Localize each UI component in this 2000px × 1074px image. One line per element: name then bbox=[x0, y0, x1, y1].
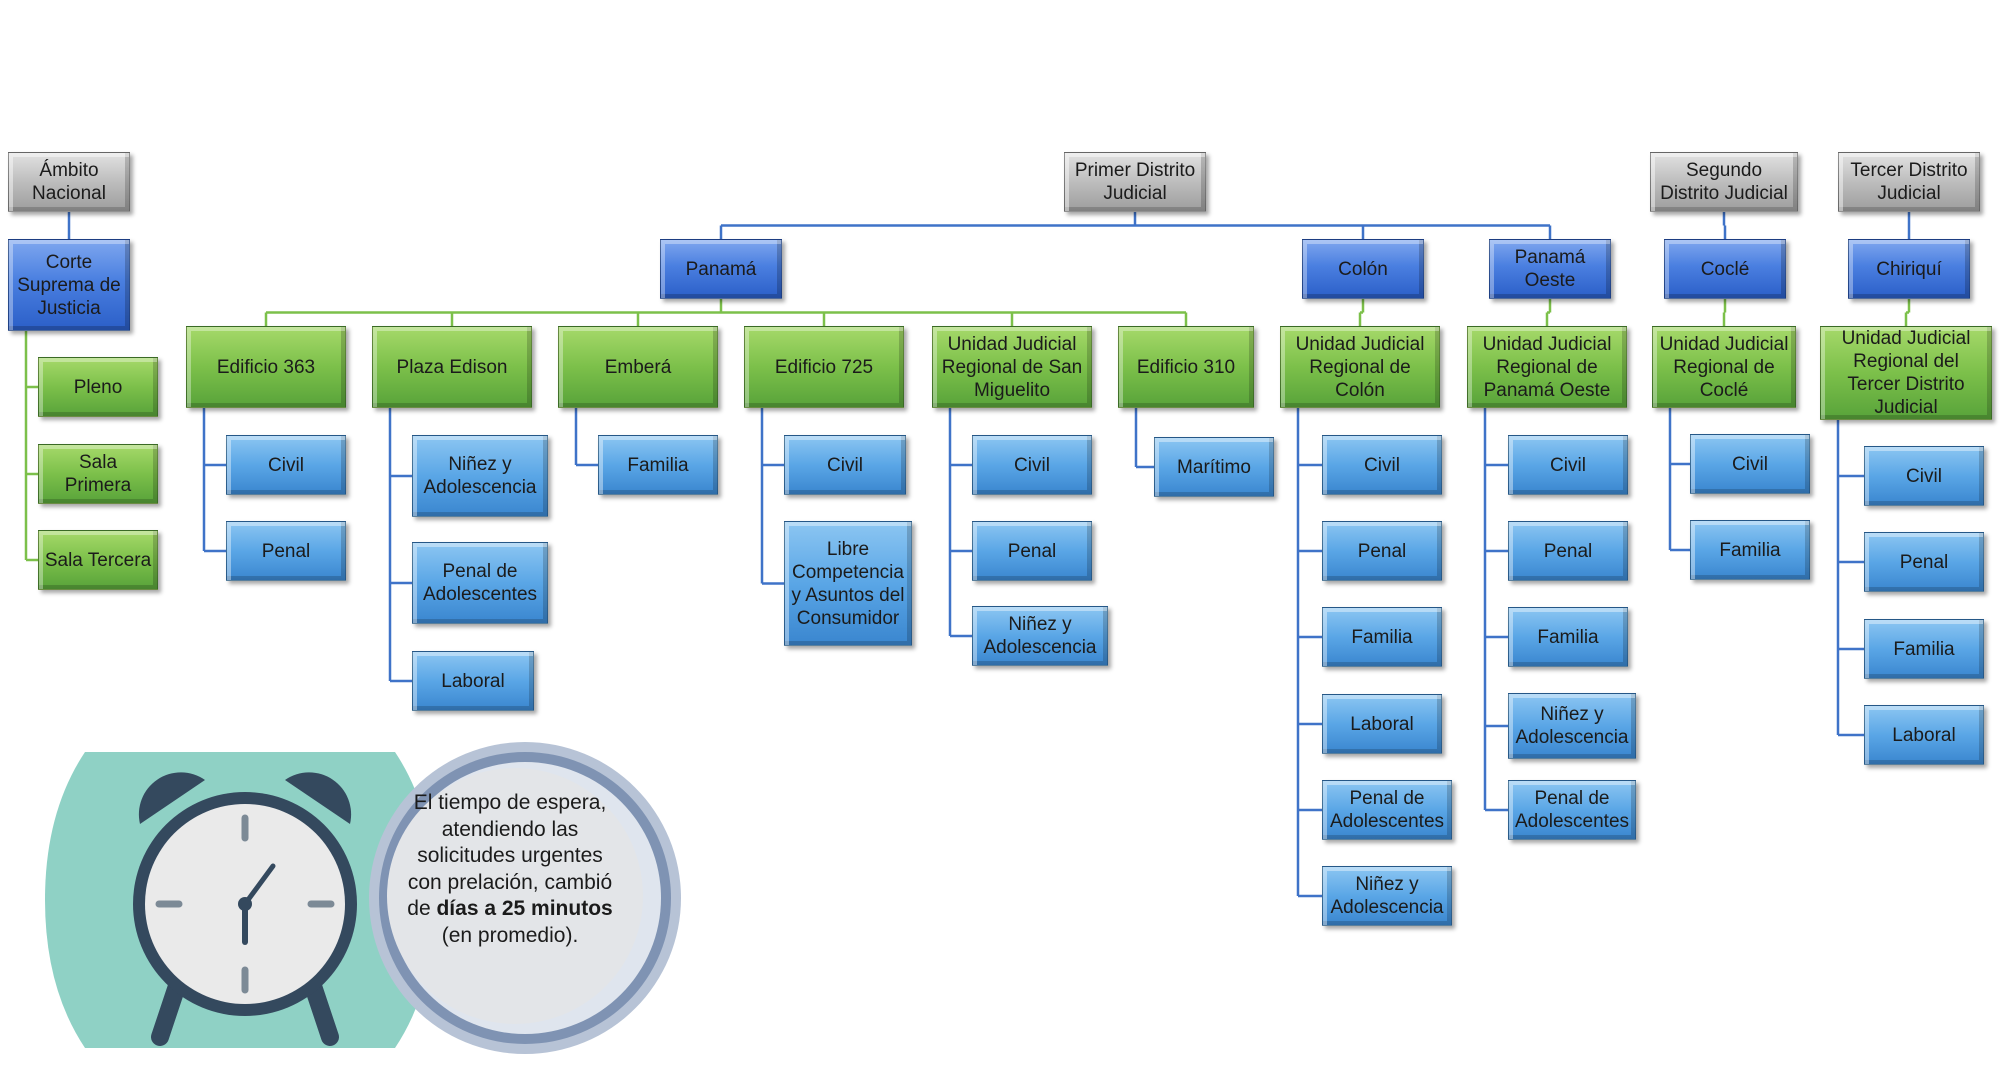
ed310-mar-node: Marítimo bbox=[1154, 437, 1274, 497]
ujcocle-civil-node: Civil bbox=[1690, 434, 1810, 494]
chiriqui-node: Chiriquí bbox=[1848, 239, 1970, 299]
ujcolon-fam-node: Familia bbox=[1322, 607, 1442, 667]
ujcocle-fam-node: Familia bbox=[1690, 520, 1810, 580]
alarm-clock-icon bbox=[45, 752, 435, 1048]
sala1-node: Sala Primera bbox=[38, 444, 158, 504]
ed363-penal-node: Penal bbox=[226, 521, 346, 581]
ujcolon-node: Unidad Judicial Regional de Colón bbox=[1280, 326, 1440, 408]
ed725-civil-node: Civil bbox=[784, 435, 906, 495]
ujcolon-penal-node: Penal bbox=[1322, 521, 1442, 581]
ed363-civil-node: Civil bbox=[226, 435, 346, 495]
ujpo-pen-node: Penal de Adolescentes bbox=[1508, 780, 1636, 840]
cocle-node: Coclé bbox=[1664, 239, 1786, 299]
primer-node: Primer Distrito Judicial bbox=[1064, 152, 1206, 212]
ujtercer-civil-node: Civil bbox=[1864, 446, 1984, 506]
ujtercer-lab-node: Laboral bbox=[1864, 705, 1984, 765]
ambito-node: Ámbito Nacional bbox=[8, 152, 130, 212]
ed310-node: Edificio 310 bbox=[1118, 326, 1254, 408]
sanmig-nin-node: Niñez y Adolescencia bbox=[972, 606, 1108, 666]
ed363-node: Edificio 363 bbox=[186, 326, 346, 408]
sanmig-penal-node: Penal bbox=[972, 521, 1092, 581]
ujcolon-lab-node: Laboral bbox=[1322, 694, 1442, 754]
paneste-node: Panamá Oeste bbox=[1489, 239, 1611, 299]
plaza-pen-node: Penal de Adolescentes bbox=[412, 542, 548, 624]
sanmig-civil-node: Civil bbox=[972, 435, 1092, 495]
ujcocle-node: Unidad Judicial Regional de Coclé bbox=[1652, 326, 1796, 408]
plaza-node: Plaza Edison bbox=[372, 326, 532, 408]
plaza-nin-node: Niñez y Adolescencia bbox=[412, 435, 548, 517]
ujtercer-fam-node: Familia bbox=[1864, 619, 1984, 679]
ujcolon-civil-node: Civil bbox=[1322, 435, 1442, 495]
ujcolon-pen-node: Penal de Adolescentes bbox=[1322, 780, 1452, 840]
ed725-node: Edificio 725 bbox=[744, 326, 904, 408]
ujtercer-node: Unidad Judicial Regional del Tercer Dist… bbox=[1820, 326, 1992, 420]
pleno-node: Pleno bbox=[38, 357, 158, 417]
embera-fam-node: Familia bbox=[598, 435, 718, 495]
ujpo-fam-node: Familia bbox=[1508, 607, 1628, 667]
ujpo-penal-node: Penal bbox=[1508, 521, 1628, 581]
ujtercer-penal-node: Penal bbox=[1864, 532, 1984, 592]
plaza-lab-node: Laboral bbox=[412, 651, 534, 711]
ujpo-civil-node: Civil bbox=[1508, 435, 1628, 495]
panama-node: Panamá bbox=[660, 239, 782, 299]
segundo-node: Segundo Distrito Judicial bbox=[1650, 152, 1798, 212]
colon-node: Colón bbox=[1302, 239, 1424, 299]
tercer-node: Tercer Distrito Judicial bbox=[1838, 152, 1980, 212]
callout-circle bbox=[369, 742, 681, 1054]
ujpo-node: Unidad Judicial Regional de Panamá Oeste bbox=[1467, 326, 1627, 408]
ujcolon-nin-node: Niñez y Adolescencia bbox=[1322, 866, 1452, 926]
ujpo-nin-node: Niñez y Adolescencia bbox=[1508, 693, 1636, 759]
sala3-node: Sala Tercera bbox=[38, 530, 158, 590]
callout-text: El tiempo de espera, atendiendo las soli… bbox=[400, 790, 620, 949]
corte-node: Corte Suprema de Justicia bbox=[8, 239, 130, 331]
callout-text-part-3: (en promedio). bbox=[441, 923, 579, 947]
ed725-libre-node: Libre Competencia y Asuntos del Consumid… bbox=[784, 521, 912, 646]
embera-node: Emberá bbox=[558, 326, 718, 408]
callout-text-part-2: días a 25 minutos bbox=[436, 897, 613, 920]
callout-text-part-1: El tiempo de espera, atendiendo las soli… bbox=[407, 791, 613, 920]
sanmig-node: Unidad Judicial Regional de San Miguelit… bbox=[932, 326, 1092, 408]
